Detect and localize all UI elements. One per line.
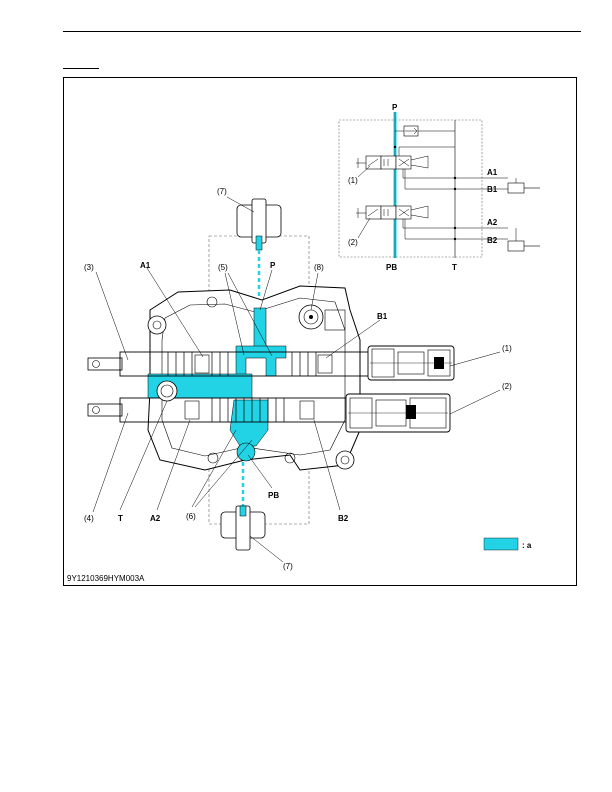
spool-2 — [87, 397, 371, 423]
schematic-label-t: T — [452, 263, 457, 272]
valve-callout-8: (8) — [314, 263, 324, 272]
figure-frame — [63, 77, 577, 586]
valve-callout-2: (2) — [502, 382, 512, 391]
valve-label-a1: A1 — [140, 261, 151, 270]
schematic-callout-2: (2) — [348, 238, 358, 247]
top-fitting — [236, 198, 282, 310]
valve-callout-5: (5) — [218, 263, 228, 272]
valve-label-a2: A2 — [150, 514, 161, 523]
schematic-label-b2: B2 — [487, 236, 498, 245]
detent-housing-1 — [367, 345, 455, 381]
schematic-label-b1: B1 — [487, 185, 498, 194]
valve-callout-3: (3) — [84, 263, 94, 272]
valve-label-b1: B1 — [377, 312, 388, 321]
schematic-label-pb: PB — [386, 263, 397, 272]
valve-label-pb: PB — [268, 491, 279, 500]
legend-swatch — [483, 537, 519, 551]
hydraulic-schematic: P PB T A1 B1 A2 B2 (1) (2) — [338, 103, 540, 272]
section-marker-rule — [63, 68, 99, 69]
schematic-callout-1: (1) — [348, 176, 358, 185]
bottom-fitting — [220, 455, 266, 551]
valve-callout-1: (1) — [502, 344, 512, 353]
valve-callout-6: (6) — [186, 512, 196, 521]
legend: : a — [483, 537, 532, 551]
figure-id: 9Y1210369HYM003A — [67, 574, 145, 583]
schematic-label-a2: A2 — [487, 218, 498, 227]
valve-label-b2: B2 — [338, 514, 349, 523]
valve-label-t: T — [118, 514, 123, 523]
header-rule — [63, 31, 581, 32]
valve-callout-7-top: (7) — [217, 187, 227, 196]
legend-label: : a — [522, 541, 532, 550]
schematic-label-a1: A1 — [487, 168, 498, 177]
valve-callout-4: (4) — [84, 514, 94, 523]
schematic-label-p: P — [392, 103, 398, 112]
detent-housing-2 — [345, 393, 451, 433]
valve-label-p: P — [270, 261, 276, 270]
valve-callout-7-bottom: (7) — [283, 562, 293, 571]
control-valve-body: (3) A1 (5) P (8) B1 (1) (2) (7) (4) T A2… — [84, 187, 512, 571]
